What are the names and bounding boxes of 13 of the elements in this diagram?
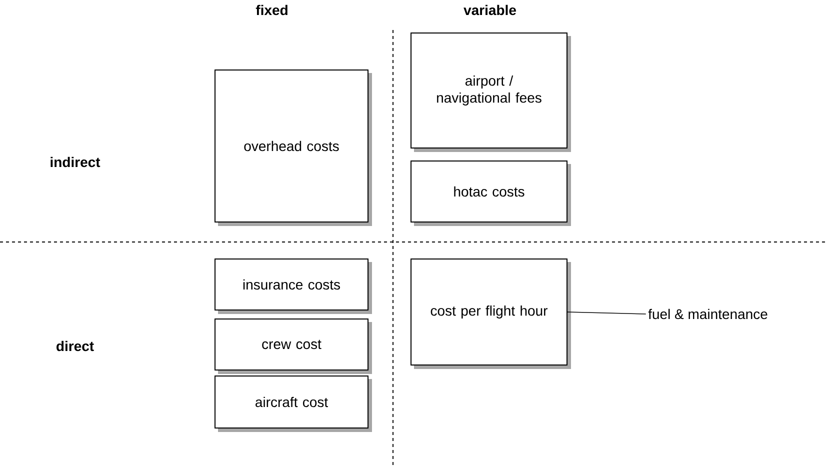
axis-label: fixed xyxy=(256,4,288,16)
note-text: fuel & maintenance xyxy=(648,308,768,320)
cost-box: insurance costs xyxy=(214,258,372,314)
cost-box: overhead costs xyxy=(214,70,372,226)
cost-box: airport / navigational fees xyxy=(410,32,571,152)
axis-label: direct xyxy=(56,340,94,352)
axis-label: variable xyxy=(464,4,516,16)
connector-line xyxy=(567,312,646,314)
cost-box: hotac costs xyxy=(410,160,571,226)
cost-box: aircraft cost xyxy=(214,376,372,432)
axis-label: indirect xyxy=(50,156,100,168)
cost-box: cost per flight hour xyxy=(410,258,571,369)
cost-box: crew cost xyxy=(214,318,372,374)
